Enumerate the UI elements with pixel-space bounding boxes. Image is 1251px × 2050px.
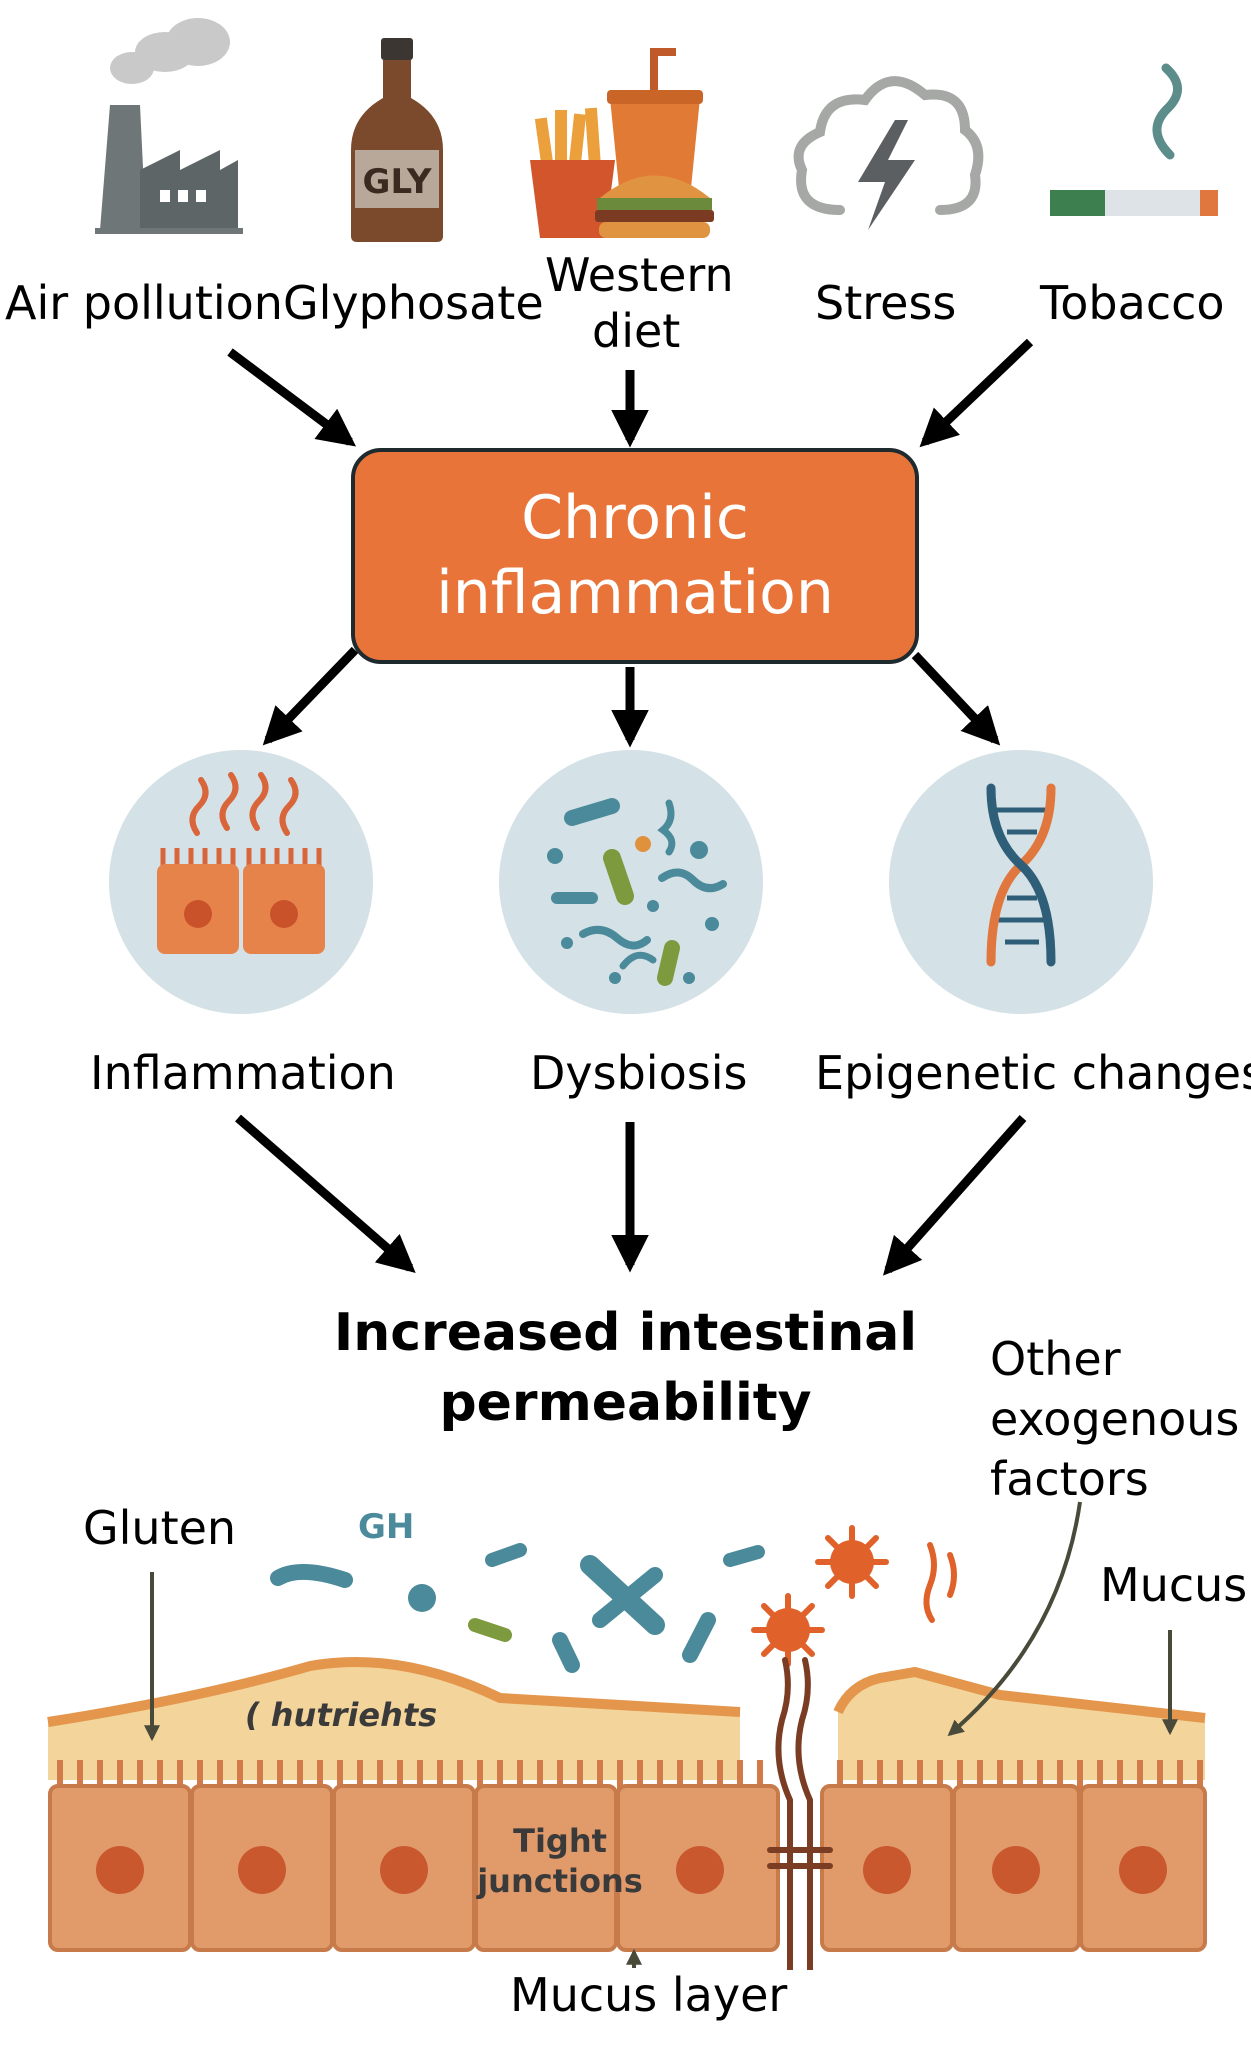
inflamed-cells-icon <box>107 748 375 1016</box>
cigarette-icon <box>1050 60 1220 220</box>
central-line2: inflammation <box>436 558 834 628</box>
label-stress: Stress <box>815 276 957 330</box>
other-factors-pointer <box>947 1501 1082 1737</box>
storm-cloud-icon <box>780 60 985 240</box>
bottle-label: GLY <box>363 162 432 202</box>
factory-icon <box>70 10 245 235</box>
dna-icon <box>887 748 1155 1016</box>
gh-particle-label: GH <box>358 1507 414 1547</box>
label-gluten: Gluten <box>83 1501 237 1555</box>
arrow-to-epigenetic <box>911 651 1001 746</box>
label-other-exogenous-line1: Other <box>990 1332 1121 1386</box>
chronic-inflammation-box: Chronic inflammation <box>351 448 919 664</box>
arrow-epigenetic-outcome <box>882 1115 1027 1276</box>
bottle-icon: GLY <box>345 38 450 243</box>
outcome-line2: permeability <box>439 1373 812 1433</box>
intestinal-lining-illustration: GH ( hutriehts <box>47 1501 1207 1970</box>
central-line1: Chronic <box>521 483 749 553</box>
label-epigenetic-changes: Epigenetic changes <box>815 1046 1251 1100</box>
arrow-tobacco <box>919 338 1034 448</box>
nutrients-label: ( hutriehts <box>245 1696 437 1734</box>
label-other-exogenous-line3: factors <box>990 1452 1149 1506</box>
label-tobacco: Tobacco <box>1040 276 1225 330</box>
tight-junctions-line2: junctions <box>475 1862 643 1900</box>
microbes-icon <box>497 748 765 1016</box>
label-western-diet-line1: Western <box>545 248 734 302</box>
label-mucus: Mucus <box>1100 1558 1248 1612</box>
tight-junctions-line1: Tight <box>513 1822 607 1860</box>
flow-arrows <box>227 338 1034 1276</box>
label-glyphosate: Glyphosate <box>283 276 544 330</box>
arrow-air-pollution <box>227 348 357 447</box>
label-mucus-layer: Mucus layer <box>510 1968 788 2022</box>
arrow-inflammation-outcome <box>235 1114 416 1273</box>
label-other-exogenous-line2: exogenous <box>990 1392 1240 1446</box>
arrow-to-inflammation <box>262 646 359 746</box>
label-western-diet-line2: diet <box>592 304 681 358</box>
fast-food-icon <box>525 48 720 243</box>
label-air-pollution: Air pollution <box>5 276 283 330</box>
label-inflammation: Inflammation <box>90 1046 396 1100</box>
outcome-line1: Increased intestinal <box>333 1303 918 1363</box>
label-dysbiosis: Dysbiosis <box>530 1046 748 1100</box>
